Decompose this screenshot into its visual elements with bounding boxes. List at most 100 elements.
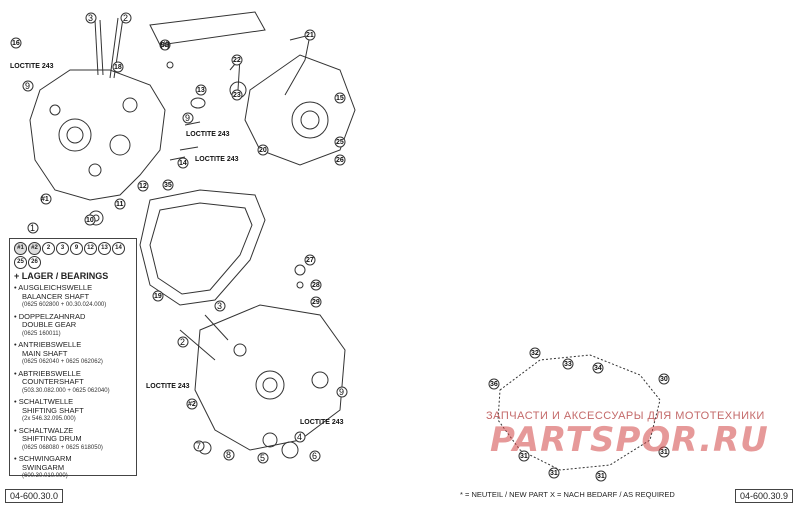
page-code-right: 04-600.30.9 [735,489,794,503]
legend-item-de: • SCHWINGARM [14,454,72,463]
svg-text:9: 9 [339,387,344,397]
svg-text:34: 34 [594,365,602,372]
legend-item-en: MAIN SHAFT [22,348,68,358]
legend-chip: 12 [84,242,97,255]
svg-text:31: 31 [660,449,668,456]
legend-item-de: • SCHALTWALZE [14,425,74,435]
legend-item-pn: (2x 546.32.095.000) [22,416,76,422]
svg-text:99: 99 [161,42,169,49]
legend-item-de: • DOPPELZAHNRAD [14,311,86,321]
svg-text:21: 21 [306,32,314,39]
svg-text:LOCTITE 243: LOCTITE 243 [300,419,344,426]
svg-text:15: 15 [336,95,344,102]
legend-item-pn: (0625 062040 + 0625 062062) [22,359,103,365]
svg-text:2: 2 [123,13,128,23]
legend-item-en: COUNTERSHAFT [22,377,84,386]
legend-item-pn: (0625 602800 + 00.30.024.000) [22,302,107,308]
svg-text:26: 26 [336,157,344,164]
watermark-caption: ЗАПЧАСТИ И АКСЕССУАРЫ ДЛЯ МОТОТЕХНИКИ [486,410,765,422]
svg-text:19: 19 [154,293,162,300]
svg-text:12: 12 [139,183,147,190]
svg-text:1: 1 [30,223,35,233]
svg-text:28: 28 [312,282,320,289]
svg-text:10: 10 [86,217,94,224]
svg-text:36: 36 [490,381,498,388]
svg-text:7: 7 [196,441,201,451]
svg-text:11: 11 [116,201,124,208]
svg-text:30: 30 [660,376,668,383]
svg-text:6: 6 [312,451,317,461]
svg-text:#2: #2 [188,401,196,408]
legend-item-pn: (600.30.010.000) [22,473,68,479]
svg-text:LOCTITE 243: LOCTITE 243 [146,383,190,390]
legend-chip: #2 [28,242,41,255]
clutch-cover [244,54,356,166]
svg-text:3: 3 [217,301,222,311]
svg-text:8: 8 [226,450,231,460]
legend-item-en: DOUBLE GEAR [22,320,77,329]
svg-text:LOCTITE 243: LOCTITE 243 [195,156,239,163]
legend-item-en: BALANCER SHAFT [22,291,90,301]
gasket-set-marker: (#) [160,40,170,49]
legend-item-de: • SCHALTWELLE [14,397,74,406]
legend-title: + LAGER / BEARINGS [14,271,109,281]
legend-chip: 13 [98,242,111,255]
legend-chip: 2 [42,242,55,255]
svg-text:13: 13 [197,87,205,94]
watermark-logo: PARTSPOR.RU [490,420,769,460]
svg-text:20: 20 [259,147,267,154]
legend-chip: 9 [70,242,83,255]
callout-bubbles: 3 2 16 18 9 99 13 9 22 23 21 15 25 20 26… [10,12,670,482]
loctite-labels: LOCTITE 243 LOCTITE 243 LOCTITE 243 LOCT… [10,63,344,426]
legend-chip: #1 [14,242,27,255]
svg-text:25: 25 [336,139,344,146]
legend-item-en: SHIFTING DRUM [22,434,82,443]
svg-text:9: 9 [25,81,30,91]
svg-text:14: 14 [179,160,187,167]
svg-text:27: 27 [306,257,314,264]
svg-text:LOCTITE 243: LOCTITE 243 [10,63,54,70]
svg-text:22: 22 [233,57,241,64]
legend-item-pn: (503.30.082.000 + 0625 062040) [22,387,110,394]
crankcase-half-lower [194,304,346,451]
svg-text:16: 16 [12,40,20,47]
legend-chip: 26 [28,256,41,269]
svg-text:23: 23 [233,92,241,99]
svg-text:18: 18 [114,64,122,71]
legend-chip: 25 [14,256,27,269]
crankcase-half-upper [29,69,166,201]
svg-text:33: 33 [564,361,572,368]
svg-text:LOCTITE 243: LOCTITE 243 [186,131,230,138]
svg-text:31: 31 [550,470,558,477]
svg-text:5: 5 [260,453,265,463]
svg-text:31: 31 [597,473,605,480]
svg-text:29: 29 [312,299,320,306]
legend-item-pn: (0625 068080 + 0625 618050) [22,444,103,451]
svg-text:3: 3 [88,13,93,23]
legend-item-en: SWINGARM [22,462,65,472]
legend-chip: 3 [56,242,69,255]
footnote: * = NEUTEIL / NEW PART X = NACH BEDARF /… [460,490,675,499]
gasket-set-box [149,11,266,46]
svg-text:35: 35 [164,182,172,189]
svg-text:#1: #1 [41,196,49,203]
crankcase-gasket [139,189,266,306]
svg-text:32: 32 [531,350,539,357]
svg-text:4: 4 [297,432,302,442]
cover-gasket [497,354,661,471]
legend-item-en: SHIFTING SHAFT [22,405,84,415]
legend-item-de: • ANTRIEBSWELLE [14,340,82,349]
legend-chip: 14 [112,242,125,255]
page-code-left: 04-600.30.0 [5,489,64,503]
